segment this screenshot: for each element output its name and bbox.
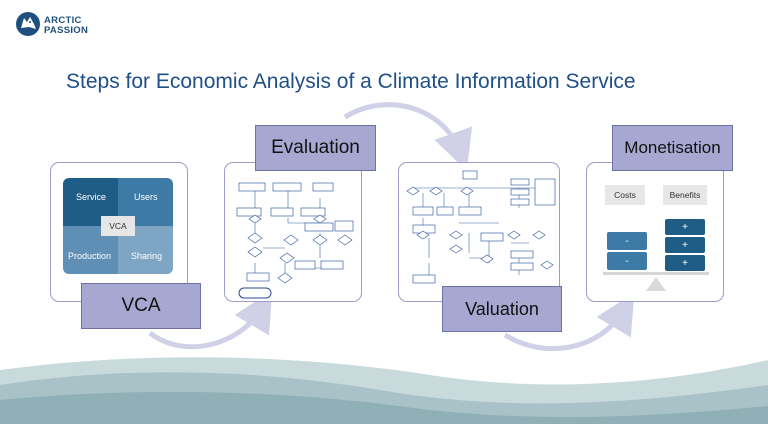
cost-block: - <box>607 232 647 250</box>
costs-label: Costs <box>605 185 645 205</box>
vca-label: VCA <box>81 283 201 329</box>
evaluation-flowchart <box>236 182 354 299</box>
logo-line-1: ARCTIC <box>44 15 82 26</box>
vca-panel: Service Users Production Sharing VCA <box>50 162 188 302</box>
cost-block: - <box>607 252 647 270</box>
monetisation-panel: Costs Benefits - - + + + <box>586 162 724 302</box>
vca-matrix: Service Users Production Sharing VCA <box>63 178 173 274</box>
monetisation-label: Monetisation <box>612 125 733 171</box>
benefit-block: + <box>665 255 705 271</box>
benefit-block: + <box>665 219 705 235</box>
logo-line-2: PASSION <box>44 25 89 36</box>
evaluation-panel <box>224 162 362 302</box>
valuation-panel <box>398 162 560 302</box>
valuation-flowchart <box>406 170 556 284</box>
page-title: Steps for Economic Analysis of a Climate… <box>66 70 636 93</box>
wolf-head-icon <box>16 12 40 36</box>
benefits-label: Benefits <box>663 185 707 205</box>
valuation-label: Valuation <box>442 286 562 332</box>
background-waves <box>0 357 768 424</box>
balance-fulcrum <box>646 277 666 291</box>
balance-beam <box>603 272 709 275</box>
arctic-passion-logo: ARCTIC PASSION <box>14 10 94 42</box>
evaluation-label: Evaluation <box>255 125 376 171</box>
vca-center-chip: VCA <box>101 216 135 236</box>
benefit-block: + <box>665 237 705 253</box>
